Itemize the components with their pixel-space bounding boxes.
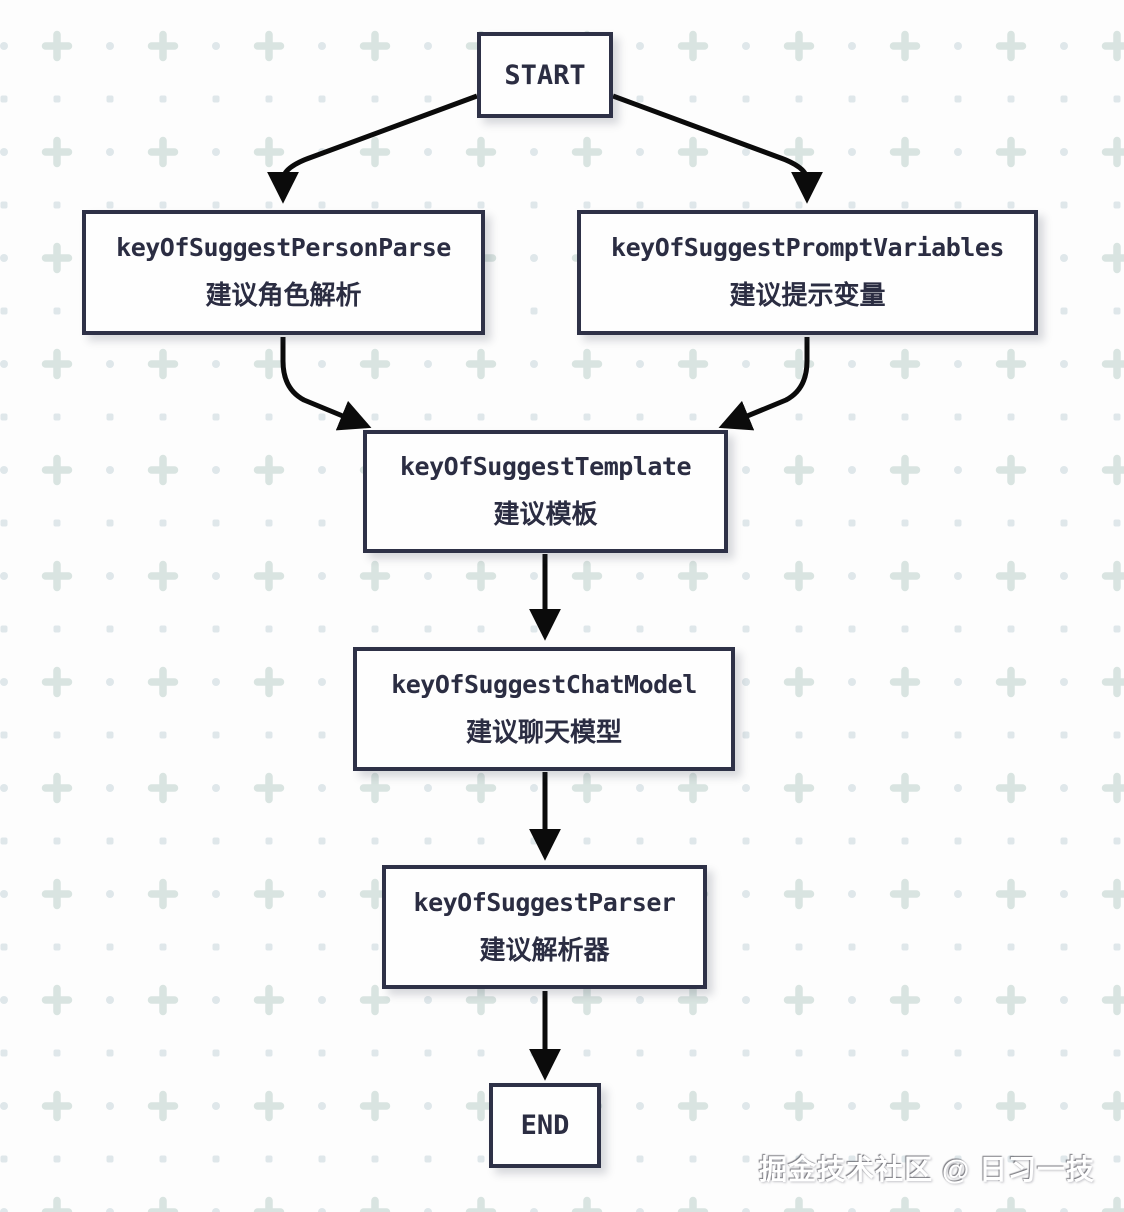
node-template-subtitle: 建议模板 <box>493 499 598 529</box>
node-parser-subtitle: 建议解析器 <box>479 934 610 965</box>
node-chat-model-subtitle: 建议聊天模型 <box>465 716 622 747</box>
node-chat-model-title: keyOfSuggestChatModel <box>391 669 697 699</box>
node-end-label: END <box>520 1110 570 1141</box>
node-template: keyOfSuggestTemplate 建议模板 <box>363 430 728 553</box>
node-parser-title: keyOfSuggestParser <box>413 887 676 917</box>
node-person-parse-title: keyOfSuggestPersonParse <box>116 233 451 262</box>
node-person-parse: keyOfSuggestPersonParse 建议角色解析 <box>82 210 485 335</box>
edge-start-to-person-parse <box>266 93 478 204</box>
node-start: START <box>477 32 613 118</box>
watermark-text: 掘金技术社区 @ 日习一技 <box>759 1154 1095 1185</box>
edge-start-to-prompt-variables <box>612 93 824 204</box>
node-prompt-variables: keyOfSuggestPromptVariables 建议提示变量 <box>577 210 1038 335</box>
node-prompt-variables-subtitle: 建议提示变量 <box>729 280 886 310</box>
edge-prompt-variables-to-template <box>718 337 810 431</box>
node-prompt-variables-title: keyOfSuggestPromptVariables <box>611 233 1004 262</box>
edge-person-parse-to-template <box>280 337 372 431</box>
node-person-parse-subtitle: 建议角色解析 <box>205 280 362 310</box>
node-start-label: START <box>504 59 586 91</box>
node-chat-model: keyOfSuggestChatModel 建议聊天模型 <box>353 647 735 771</box>
node-parser: keyOfSuggestParser 建议解析器 <box>382 865 707 989</box>
node-template-title: keyOfSuggestTemplate <box>399 452 692 481</box>
node-end: END <box>489 1083 601 1168</box>
